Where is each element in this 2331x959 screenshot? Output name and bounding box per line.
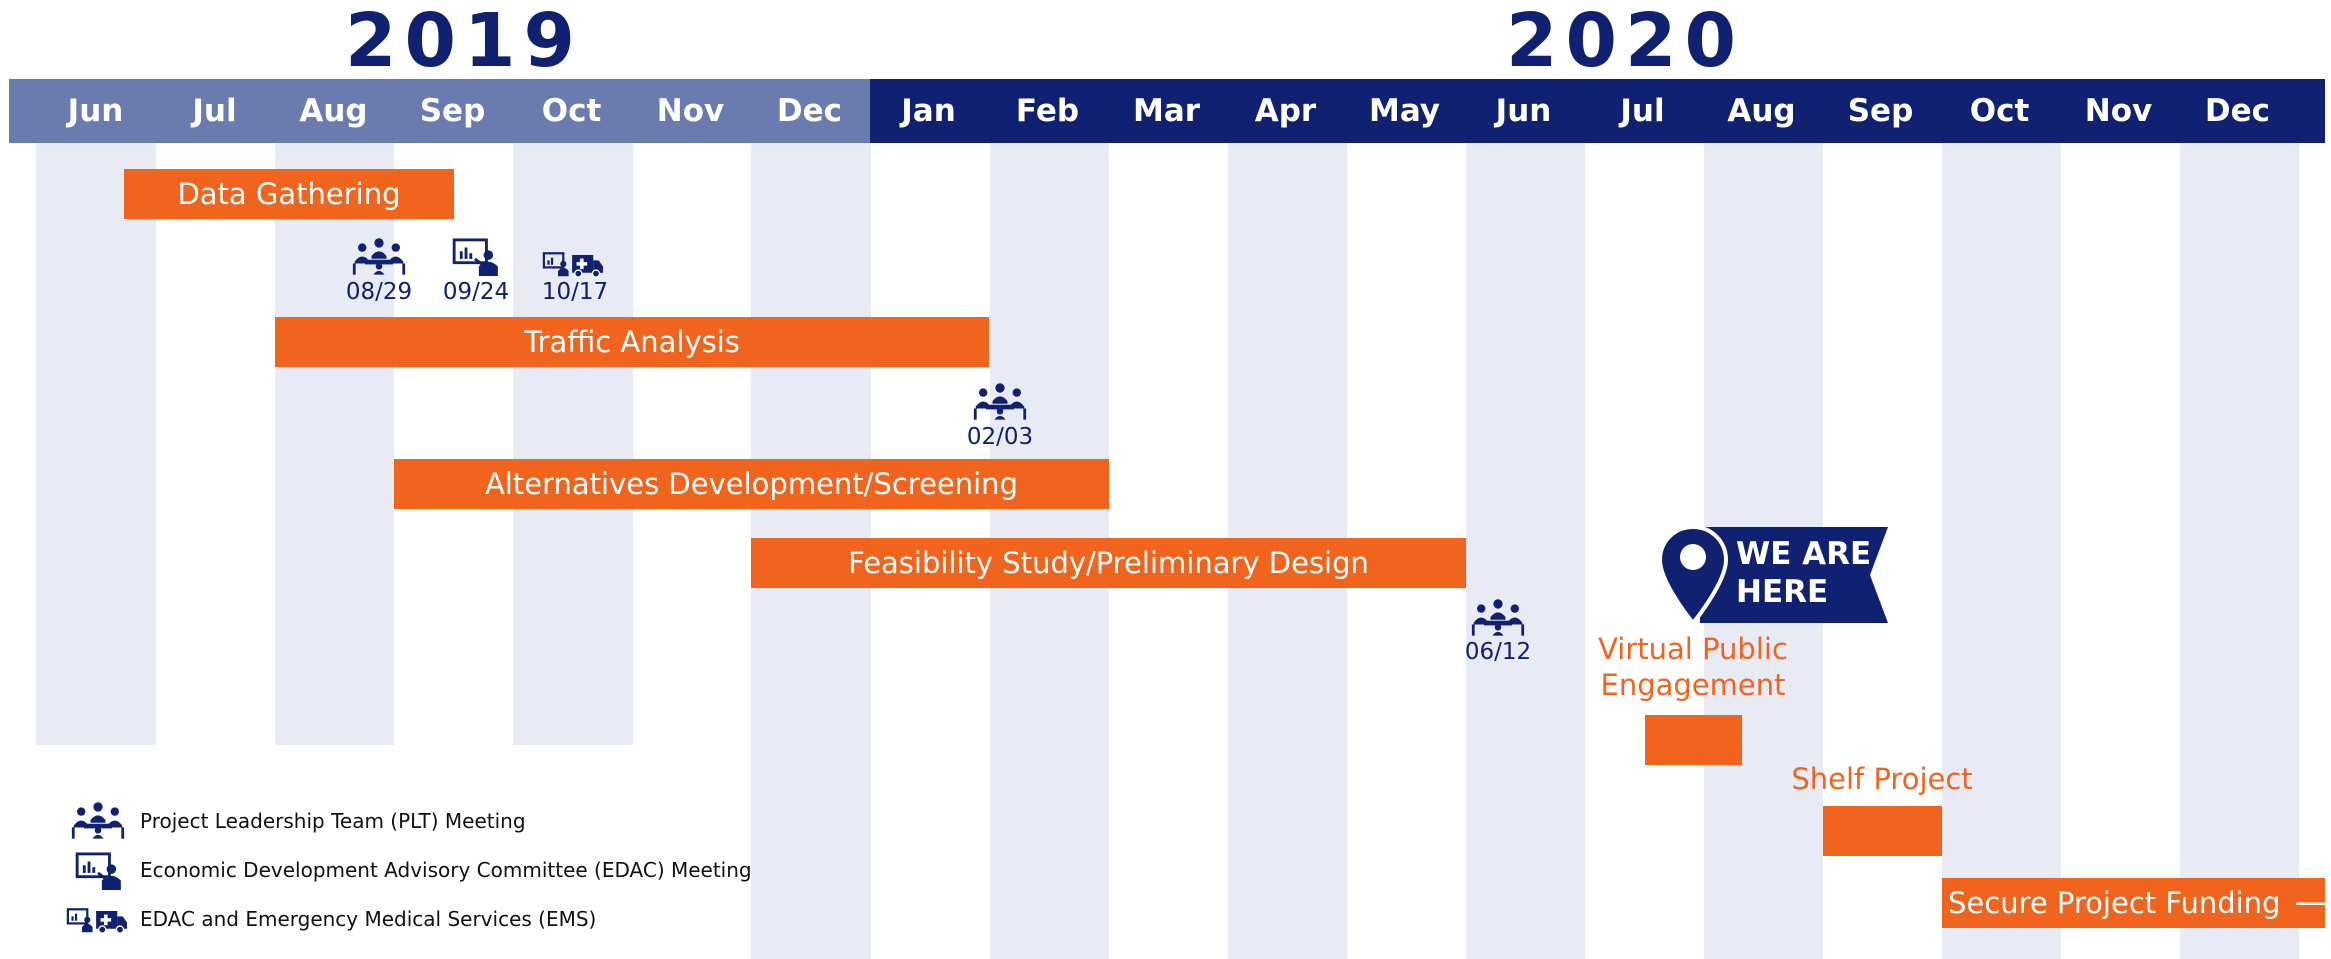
task-label: Feasibility Study/Preliminary Design: [848, 546, 1369, 580]
we-are-here-marker: [1660, 525, 1888, 625]
month-label: Jan: [901, 93, 956, 129]
meeting-date: 08/29: [345, 279, 413, 305]
month-label: Oct: [1969, 93, 2030, 129]
legend-edac: Economic Development Advisory Committee …: [140, 858, 752, 882]
we-are-here-text: WE ARE HERE: [1736, 535, 1871, 611]
meeting-date: 10/17: [541, 279, 609, 305]
year-2020: 2020: [1506, 0, 1744, 84]
task-bar-feasibility: Feasibility Study/Preliminary Design: [751, 538, 1466, 588]
month-label: Nov: [2084, 93, 2153, 129]
column-stripe: [2180, 143, 2299, 959]
month-label: Jun: [1495, 93, 1552, 129]
column-stripe: [513, 143, 633, 745]
month-label: Feb: [1015, 93, 1080, 129]
virtual-engagement-label: Virtual Public Engagement: [1578, 631, 1808, 703]
label-line: Engagement: [1600, 668, 1786, 702]
plt-meeting-icon: [972, 382, 1028, 420]
plt-meeting-icon: [70, 801, 126, 839]
column-stripe: [36, 143, 156, 745]
task-bar-secure-funding: Secure Project Funding ⟶: [1942, 878, 2331, 928]
month-label: May: [1368, 93, 1441, 129]
month-header: [9, 79, 2325, 143]
month-label: Sep: [1847, 93, 1914, 129]
task-bar-traffic-analysis: Traffic Analysis: [275, 317, 989, 367]
month-header-2019: [9, 79, 870, 143]
plt-meeting-icon: [1470, 598, 1526, 636]
month-label: Sep: [419, 93, 486, 129]
task-label: Traffic Analysis: [524, 325, 740, 359]
month-label: Aug: [299, 93, 368, 129]
shelf-project-label: Shelf Project: [1791, 762, 1973, 796]
map-pin-icon: [1660, 525, 1729, 625]
task-bar-virtual-engagement: [1645, 715, 1742, 765]
column-stripe: [1942, 143, 2061, 959]
month-label: Aug: [1727, 93, 1796, 129]
task-label: Alternatives Development/Screening: [485, 467, 1018, 501]
edac-ems-icon: [62, 904, 132, 934]
meeting-date: 09/24: [442, 279, 510, 305]
marker-line: HERE: [1736, 574, 1829, 610]
month-label: Dec: [776, 93, 843, 129]
year-2019: 2019: [345, 0, 583, 84]
arrow-right-icon: ⟶: [2294, 885, 2331, 921]
task-label: Data Gathering: [177, 177, 401, 211]
task-bar-data-gathering: Data Gathering: [124, 169, 454, 219]
month-label: Mar: [1132, 93, 1201, 129]
edac-meeting-icon: [450, 238, 502, 276]
month-header-2020: [870, 79, 2325, 143]
column-stripe: [275, 143, 394, 745]
month-label: Oct: [541, 93, 602, 129]
plt-meeting-icon: [351, 237, 407, 275]
meeting-date: 06/12: [1464, 639, 1532, 665]
edac-meeting-icon: [74, 852, 124, 890]
task-label: Secure Project Funding: [1948, 886, 2281, 920]
month-label: Jul: [192, 93, 237, 129]
month-label: Apr: [1254, 93, 1317, 129]
label-line: Virtual Public: [1598, 632, 1788, 666]
meeting-date: 02/03: [966, 424, 1034, 450]
marker-line: WE ARE: [1736, 536, 1872, 572]
edac-ems-icon: [538, 248, 608, 278]
column-stripe: [1466, 143, 1585, 959]
task-bar-alternatives: Alternatives Development/Screening: [394, 459, 1109, 509]
month-label: Jun: [67, 93, 124, 129]
month-label: Dec: [2204, 93, 2271, 129]
legend-ems: EDAC and Emergency Medical Services (EMS…: [140, 907, 597, 931]
month-label: Nov: [656, 93, 725, 129]
task-bar-shelf-project: [1823, 806, 1942, 856]
month-label: Jul: [1620, 93, 1665, 129]
legend-plt: Project Leadership Team (PLT) Meeting: [140, 809, 526, 833]
